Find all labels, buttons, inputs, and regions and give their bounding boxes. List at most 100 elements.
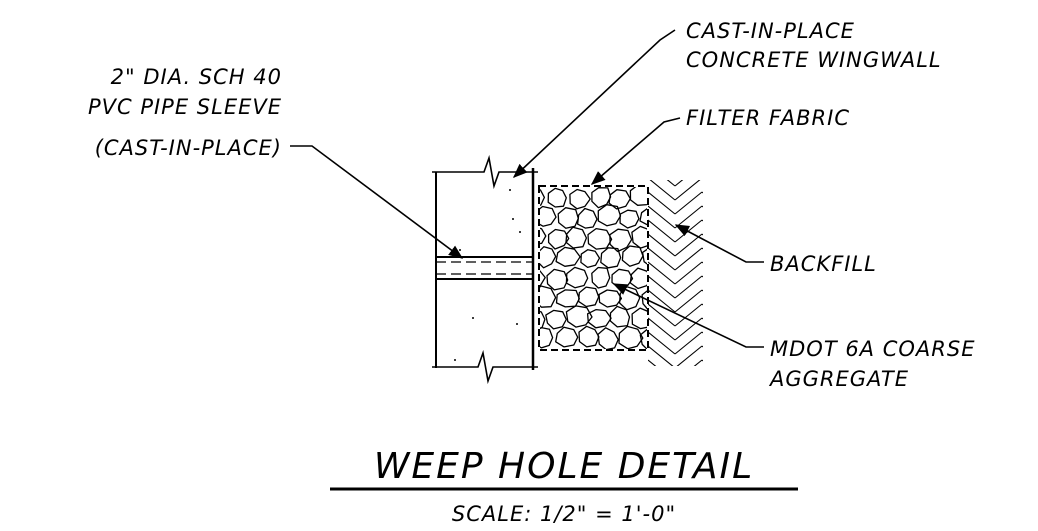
backfill-hatch-line (649, 180, 676, 201)
aggregate-stone (609, 305, 631, 328)
backfill-hatch-line (648, 150, 675, 172)
aggregate-stone (600, 247, 622, 269)
backfill-hatch-line (648, 317, 676, 341)
backfill-hatch-line (701, 359, 703, 362)
backfill-hatch-line (674, 205, 703, 229)
backfill-hatch-line (674, 261, 703, 285)
backfill-hatch-line (702, 178, 729, 200)
backfill-hatch-line (648, 331, 676, 355)
wingwall-label-line1: CAST-IN-PLACE (686, 19, 855, 43)
backfill-hatch-line (701, 219, 703, 222)
aggregate-stone (587, 227, 613, 250)
fabric-label: FILTER FABRIC (686, 106, 850, 130)
backfill-hatch-line (648, 136, 675, 158)
backfill-hatch-line (648, 219, 676, 243)
aggregate-stone (618, 286, 641, 311)
aggregate-stone (540, 246, 557, 269)
backfill-hatch-line (674, 180, 701, 201)
aggregate-stone (591, 266, 611, 289)
concrete-wingwall (432, 154, 538, 385)
aggregate-stone (555, 246, 581, 267)
aggregate-stone (597, 204, 622, 227)
pipe-label-line1: 2" DIA. SCH 40 (111, 65, 282, 89)
backfill-hatch-line (648, 275, 676, 299)
backfill-hatch-line (666, 180, 676, 187)
aggregate-stone (540, 285, 557, 308)
backfill-hatch-line (648, 247, 676, 271)
pvc-pipe-sleeve (436, 256, 534, 280)
aggregate-stone (540, 270, 546, 287)
aggregate-stone (578, 325, 600, 348)
aggregate-stone (569, 188, 591, 210)
backfill-hatch-line (648, 233, 676, 257)
backfill-hatch-line (675, 374, 702, 396)
aggregate-stone (547, 228, 570, 250)
callouts: 2" DIA. SCH 40 PVC PIPE SLEEVE (CAST-IN-… (88, 19, 975, 391)
aggregate-stone (598, 289, 623, 308)
aggregate-stone (565, 226, 588, 249)
backfill-hatch-line (674, 180, 684, 187)
backfill-hatch-line (648, 205, 676, 229)
coarse-aggregate (538, 185, 649, 351)
backfill-hatch-line (674, 275, 703, 299)
leader-lines (290, 29, 764, 348)
backfill-hatch-line (648, 374, 675, 396)
backfill-hatch-line (674, 331, 703, 355)
backfill-hatch-line (702, 136, 729, 158)
aggregate-stone (565, 266, 589, 289)
aggregate-stone (609, 228, 633, 253)
backfill-leader (674, 224, 764, 263)
fabric-leader (590, 117, 681, 185)
backfill-hatch-line (648, 388, 675, 410)
backfill-hatch-line (674, 317, 703, 341)
aggregate-stone (631, 307, 647, 330)
backfill-hatch-line (701, 345, 703, 348)
aggregate-stone (591, 187, 612, 209)
backfill-hatch-line (702, 374, 729, 396)
backfill-hatch (648, 136, 729, 410)
aggregate-stone (557, 207, 579, 229)
aggregate-stone (621, 245, 644, 267)
aggregate-stone (577, 286, 600, 308)
backfill-hatch-line (648, 359, 657, 366)
aggregate-stone (631, 225, 647, 249)
aggregate-stone (641, 290, 647, 310)
backfill-hatch-line (675, 136, 702, 158)
filter-fabric-outline (538, 185, 649, 351)
wingwall-leader (512, 29, 676, 178)
backfill-hatch-line (702, 150, 729, 172)
backfill-hatch-line (648, 303, 676, 327)
pipe-label-line2: PVC PIPE SLEEVE (88, 95, 282, 119)
backfill-hatch-line (648, 345, 674, 366)
aggregate-stone (546, 268, 569, 291)
backfill-hatch-line (702, 164, 729, 186)
backfill-hatch-line (675, 150, 702, 172)
top-break-line (432, 154, 538, 190)
aggregate-stone (597, 327, 619, 349)
backfill-hatch-line (693, 359, 703, 366)
backfill-hatch-line (674, 289, 703, 313)
backfill-hatch-line (648, 261, 676, 285)
aggregate-stone (576, 207, 598, 229)
aggregate-stone (619, 209, 640, 229)
aggregate-stone (641, 248, 647, 265)
backfill-hatch-line (702, 388, 729, 410)
aggregate-stone (586, 308, 612, 329)
backfill-hatch-line (701, 331, 703, 334)
backfill-hatch-line (701, 261, 703, 264)
backfill-hatch-line (648, 289, 676, 313)
aggregate-stone (540, 227, 547, 245)
backfill-hatch-line (674, 233, 703, 257)
title-block: WEEP HOLE DETAIL SCALE: 1/2" = 1'-0" (330, 446, 798, 526)
pipe-leader (290, 145, 464, 259)
aggregate-stone (629, 187, 647, 206)
aggregate-stone (580, 249, 601, 269)
backfill-hatch-line (674, 191, 703, 215)
backfill-hatch-line (701, 275, 703, 278)
aggregate-stone (608, 189, 631, 210)
backfill-hatch-line (676, 345, 703, 366)
aggregate-label-line2: AGGREGATE (768, 367, 909, 391)
backfill-hatch-line (675, 388, 702, 410)
drawing-title: WEEP HOLE DETAIL (374, 446, 754, 487)
backfill-hatch-line (674, 303, 703, 327)
